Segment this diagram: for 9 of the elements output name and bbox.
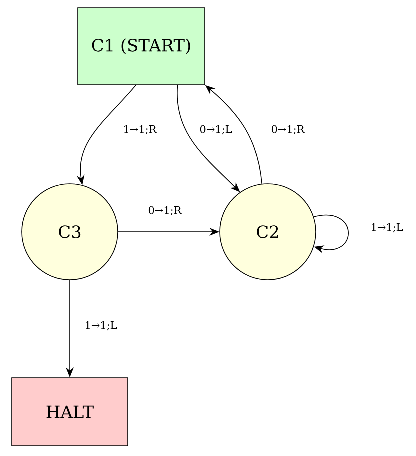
edge-label: 1→1;L	[370, 222, 404, 234]
edge-label: 1→1;R	[122, 124, 158, 136]
edge-label: 1→1;L	[84, 320, 118, 332]
edge-label: 0→1;L	[198, 124, 234, 136]
state-box: HALT	[12, 378, 128, 446]
edge-label: 0→1;R	[270, 124, 306, 136]
edge-label: 0→1;R	[147, 205, 183, 217]
arrow	[314, 214, 349, 254]
state-box: C1 (START)	[78, 8, 206, 86]
